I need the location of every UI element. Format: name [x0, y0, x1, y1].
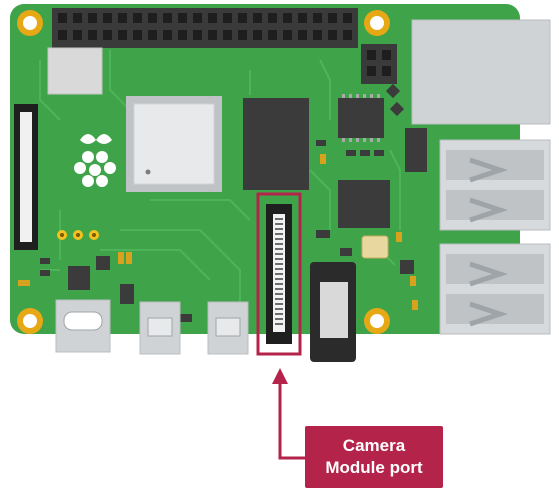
ethernet-port [412, 20, 550, 124]
csi-contact [275, 268, 283, 270]
gpio-pin [328, 13, 337, 23]
camera-module-port [266, 204, 292, 344]
ic-pin [377, 94, 380, 98]
usb-controller-chip [338, 94, 384, 142]
csi-contact [275, 238, 283, 240]
csi-contact [275, 273, 283, 275]
gpio-pin [163, 13, 172, 23]
gpio-pin [313, 13, 322, 23]
gpio-pin [313, 30, 322, 40]
csi-contact [275, 258, 283, 260]
gpio-pin [238, 13, 247, 23]
callout-line-1: Camera [325, 435, 422, 457]
ic-pin [356, 94, 359, 98]
ic-pin [370, 138, 373, 142]
gpio-pin [268, 13, 277, 23]
gpio-pin [118, 13, 127, 23]
gpio-pin [163, 30, 172, 40]
callout-text: Camera Module port [325, 435, 422, 479]
csi-contact [275, 318, 283, 320]
ic-pin [349, 138, 352, 142]
csi-contact [275, 278, 283, 280]
gpio-pin [253, 30, 262, 40]
gpio-pin [118, 30, 127, 40]
display-port [14, 104, 38, 250]
gpio-pin [148, 30, 157, 40]
poe-header [361, 44, 397, 84]
csi-contact [275, 243, 283, 245]
csi-contact [275, 233, 283, 235]
gpio-pin [268, 30, 277, 40]
ic-pin [370, 94, 373, 98]
crystal [362, 236, 388, 258]
gpio-pin [88, 30, 97, 40]
csi-contact [275, 283, 283, 285]
csi-contact [275, 323, 283, 325]
csi-contact [275, 298, 283, 300]
soc-chip [126, 96, 222, 192]
csi-contact [275, 253, 283, 255]
gpio-pin [193, 30, 202, 40]
csi-contact [275, 263, 283, 265]
csi-contact [275, 228, 283, 230]
gpio-pin [103, 13, 112, 23]
gpio-pin [343, 30, 352, 40]
usb-port-lower [440, 244, 550, 334]
gpio-pin [298, 13, 307, 23]
ic-pin [356, 138, 359, 142]
gpio-pin [58, 30, 67, 40]
callout-label: Camera Module port [305, 426, 443, 488]
callout-line-2: Module port [325, 457, 422, 479]
gpio-pin [283, 13, 292, 23]
gpio-header [52, 8, 358, 48]
callout-arrow [272, 368, 306, 458]
csi-contact [275, 313, 283, 315]
gpio-pin [253, 13, 262, 23]
gpio-pin [238, 30, 247, 40]
gpio-pin [103, 30, 112, 40]
gpio-pin [328, 30, 337, 40]
run-header [57, 230, 99, 240]
small-ic [405, 128, 427, 172]
gpio-pin [148, 13, 157, 23]
csi-contact [275, 223, 283, 225]
ic-pin [363, 94, 366, 98]
ethernet-controller-chip [338, 180, 390, 228]
gpio-pin [208, 13, 217, 23]
gpio-pin [133, 13, 142, 23]
ic-pin [377, 138, 380, 142]
gpio-pin [73, 13, 82, 23]
csi-contact [275, 248, 283, 250]
gpio-pin [58, 13, 67, 23]
gpio-pin [178, 30, 187, 40]
ram-chip [243, 98, 309, 190]
csi-contact [275, 293, 283, 295]
micro-hdmi-port-1 [208, 302, 248, 354]
gpio-pin [193, 13, 202, 23]
gpio-pin [133, 30, 142, 40]
micro-hdmi-port-0 [140, 302, 180, 354]
usb-port-upper [440, 140, 550, 230]
wireless-chip [48, 48, 102, 94]
csi-contact [275, 303, 283, 305]
gpio-pin [73, 30, 82, 40]
gpio-pin [88, 13, 97, 23]
ic-pin [342, 138, 345, 142]
usb-c-power-port [56, 300, 110, 352]
csi-contact [275, 308, 283, 310]
ic-pin [342, 94, 345, 98]
gpio-pin [283, 30, 292, 40]
csi-contact [275, 218, 283, 220]
gpio-pin [223, 13, 232, 23]
ic-pin [363, 138, 366, 142]
gpio-pin [208, 30, 217, 40]
ic-pin [349, 94, 352, 98]
csi-contact [275, 288, 283, 290]
audio-jack [310, 262, 356, 362]
gpio-pin [223, 30, 232, 40]
gpio-pin [343, 13, 352, 23]
gpio-pin [178, 13, 187, 23]
gpio-pin [298, 30, 307, 40]
